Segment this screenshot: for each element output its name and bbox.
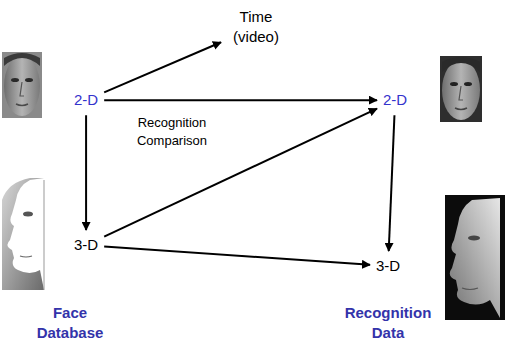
arrow-connector [104, 246, 370, 264]
node-label: 3-D [376, 256, 400, 276]
node-label: 2-D [383, 90, 407, 110]
time-node: Time (video) [224, 5, 288, 50]
arrow-connector [389, 115, 395, 251]
dimension-node: 3-D [373, 254, 403, 278]
arrow-connector [85, 115, 87, 230]
arrow-connector [104, 109, 377, 237]
group-caption: Face Database [25, 303, 115, 342]
face-3d-scan [2, 178, 44, 290]
arrow-connector [104, 42, 221, 92]
face-3d-scan [445, 195, 505, 320]
dimension-node: 2-D [71, 88, 101, 112]
edge-label: Recognition Comparison [127, 114, 217, 149]
dimension-node: 3-D [71, 233, 101, 257]
node-label: 2-D [74, 90, 98, 110]
node-label: 3-D [74, 235, 98, 255]
arrow-connector [104, 99, 377, 101]
face-photo [440, 56, 482, 122]
face-photo [2, 52, 42, 118]
node-label: Time (video) [227, 7, 285, 48]
dimension-node: 2-D [380, 88, 410, 112]
group-caption: Recognition Data [340, 303, 436, 342]
